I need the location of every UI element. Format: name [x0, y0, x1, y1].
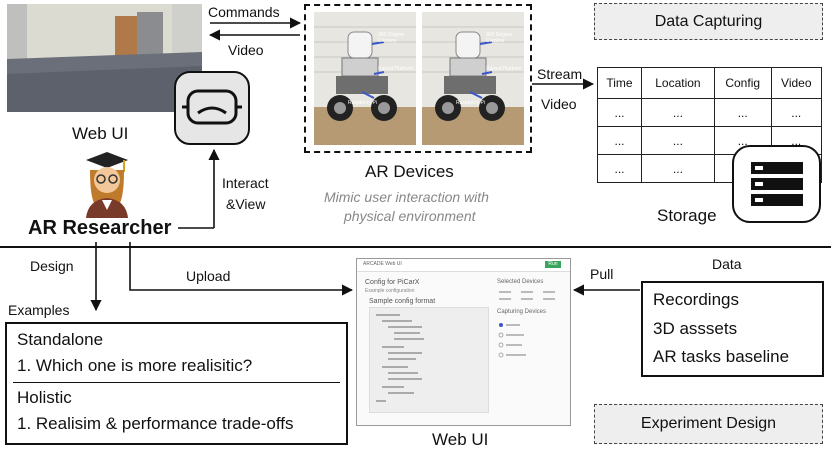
robot-label-platform-2: Raised Platform [486, 66, 522, 72]
robot-photo-right: 360 Degree Camera Raised Platform Raspbe… [422, 12, 524, 145]
upload-arrow [129, 242, 354, 296]
col-header-time: Time [597, 67, 642, 99]
standalone-heading: Standalone [17, 330, 104, 349]
table-row: ... ... ... ... [597, 98, 823, 127]
ar-researcher-label: AR Researcher [28, 217, 172, 239]
table-row: ... ... ... ... [597, 126, 823, 155]
recordings-item: Recordings [653, 290, 739, 309]
upload-label: Upload [186, 268, 231, 284]
data-label: Data [712, 256, 742, 272]
assets-item: 3D asssets [653, 319, 738, 338]
experiment-design-title: Experiment Design [594, 404, 823, 444]
vr-headset-icon [174, 71, 250, 145]
mock-capturing-list [497, 319, 563, 359]
robot-label-camera-2: 360 Degree Camera [486, 32, 513, 44]
robot-label-camera: 360 Degree Camera [378, 32, 405, 44]
mock-code-area [369, 307, 489, 413]
design-label: Design [30, 258, 74, 274]
data-panel: Recordings 3D asssets AR tasks baseline [641, 281, 824, 377]
interact-label: Interact [222, 175, 269, 191]
baseline-item: AR tasks baseline [653, 347, 790, 366]
web-ui-label-bottom: Web UI [432, 430, 489, 449]
pull-label: Pull [590, 266, 614, 282]
researcher-avatar-icon [78, 150, 136, 218]
commands-label: Commands [208, 4, 280, 20]
examples-divider [13, 382, 340, 383]
ar-devices-label: AR Devices [365, 162, 454, 181]
mimic-line-1: Mimic user interaction with [324, 189, 489, 205]
robot-photo-left: 360 Degree Camera Raised Platform Raspbe… [314, 12, 416, 145]
examples-label: Examples [8, 302, 70, 318]
mock-device-grid [497, 289, 563, 305]
mock-config-sub: Example configuration [365, 288, 415, 294]
mock-sample-title: Sample config format [369, 298, 436, 305]
robot-label-pi: Raspberry Pi [348, 100, 377, 106]
stream-label: Stream [537, 66, 583, 82]
web-ui-photo [7, 4, 202, 112]
col-header-location: Location [641, 67, 715, 99]
mock-header: ARCADE Web UI Run [357, 259, 570, 272]
video-label-right: Video [541, 96, 577, 112]
mimic-line-2: physical environment [344, 208, 476, 224]
examples-panel: Standalone 1. Which one is more realisit… [5, 322, 348, 445]
office-photo-illustration [7, 4, 202, 112]
mock-header-title: ARCADE Web UI [363, 261, 402, 267]
web-ui-screenshot: ARCADE Web UI Run Config for PiCarX Exam… [356, 258, 571, 426]
storage-label: Storage [657, 206, 717, 225]
col-header-video: Video [770, 67, 823, 99]
mock-capturing-devices: Capturing Devices [497, 309, 547, 315]
video-label-left: Video [228, 42, 264, 58]
robot-label-pi-2: Raspberry Pi [456, 100, 485, 106]
mock-selected-devices: Selected Devices [497, 279, 544, 285]
robot-label-platform: Raised Platform [378, 66, 414, 72]
holistic-question: 1. Realisim & performance trade-offs [17, 414, 294, 433]
mock-config-title: Config for PiCarX [365, 279, 420, 286]
view-label: &View [226, 196, 266, 212]
col-header-config: Config [713, 67, 772, 99]
holistic-heading: Holistic [17, 388, 72, 407]
web-ui-label-top: Web UI [72, 124, 129, 143]
standalone-question: 1. Which one is more realisitic? [17, 356, 253, 375]
mock-run-button: Run [545, 261, 561, 268]
ar-devices-box: 360 Degree Camera Raised Platform Raspbe… [304, 4, 532, 153]
storage-icon [732, 145, 821, 223]
data-capturing-title: Data Capturing [594, 3, 823, 40]
